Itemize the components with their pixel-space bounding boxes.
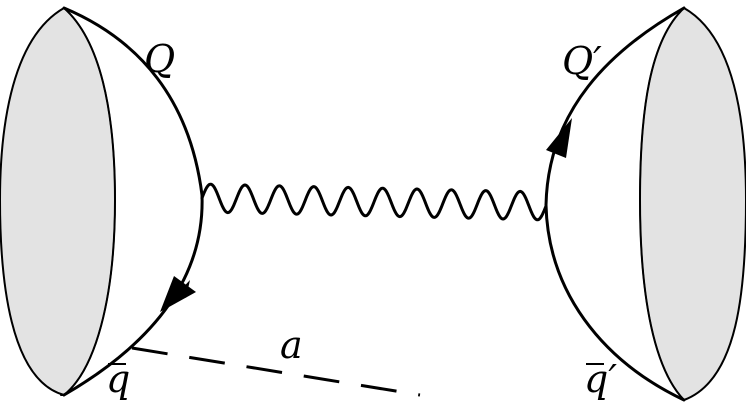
label-quark-left: Q bbox=[144, 37, 175, 81]
left-blob-edge bbox=[63, 7, 116, 396]
right-blob-shape bbox=[638, 6, 746, 402]
right-arrowhead-icon bbox=[546, 118, 572, 158]
right-hadron-blob bbox=[638, 6, 746, 402]
label-exchange: a bbox=[280, 323, 303, 367]
right-blob-edge bbox=[639, 7, 685, 401]
dashed-exchange-line bbox=[131, 346, 421, 397]
left-arrowhead-icon bbox=[160, 276, 196, 312]
label-quark-right: Q′ bbox=[562, 39, 602, 83]
left-quark-line bbox=[62, 6, 204, 197]
right-quark-line bbox=[544, 6, 686, 207]
left-hadron-blob bbox=[0, 6, 117, 396]
wavy-propagator bbox=[200, 182, 548, 222]
right-antiquark-line bbox=[544, 203, 686, 402]
